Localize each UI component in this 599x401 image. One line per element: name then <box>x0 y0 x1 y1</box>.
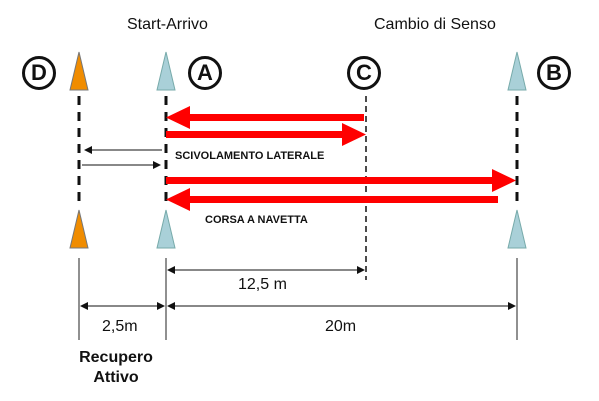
distance-20: 20m <box>325 318 357 335</box>
point-a-label: A <box>188 56 222 90</box>
cone-b-top <box>507 51 527 91</box>
cone-b-bottom <box>507 209 527 249</box>
cone-a-bottom <box>156 209 176 249</box>
shuttle-run-label: CORSA A NAVETTA <box>205 214 308 226</box>
lateral-slide-label: SCIVOLAMENTO LATERALE <box>175 150 325 162</box>
cone-d-bottom <box>69 209 89 249</box>
cambio-senso-title: Cambio di Senso <box>374 16 496 33</box>
recovery-note: Recupero Attivo <box>73 348 159 388</box>
point-b-label: B <box>537 56 571 90</box>
point-c-label: C <box>347 56 381 90</box>
distance-2-5: 2,5m <box>102 318 138 335</box>
point-d-label: D <box>22 56 56 90</box>
distance-12-5: 12,5 m <box>238 276 287 293</box>
cone-d-top <box>69 51 89 91</box>
recovery-note-line2: Attivo <box>93 369 139 386</box>
red-arrow-a-left <box>166 106 364 129</box>
red-arrow-a-right-to-b <box>166 169 516 192</box>
cone-a-top <box>156 51 176 91</box>
recovery-note-line1: Recupero <box>79 349 153 366</box>
red-arrow-b-left-to-a <box>166 188 498 211</box>
start-arrivo-title: Start-Arrivo <box>127 16 208 33</box>
red-arrow-a-right-to-c <box>166 123 366 146</box>
